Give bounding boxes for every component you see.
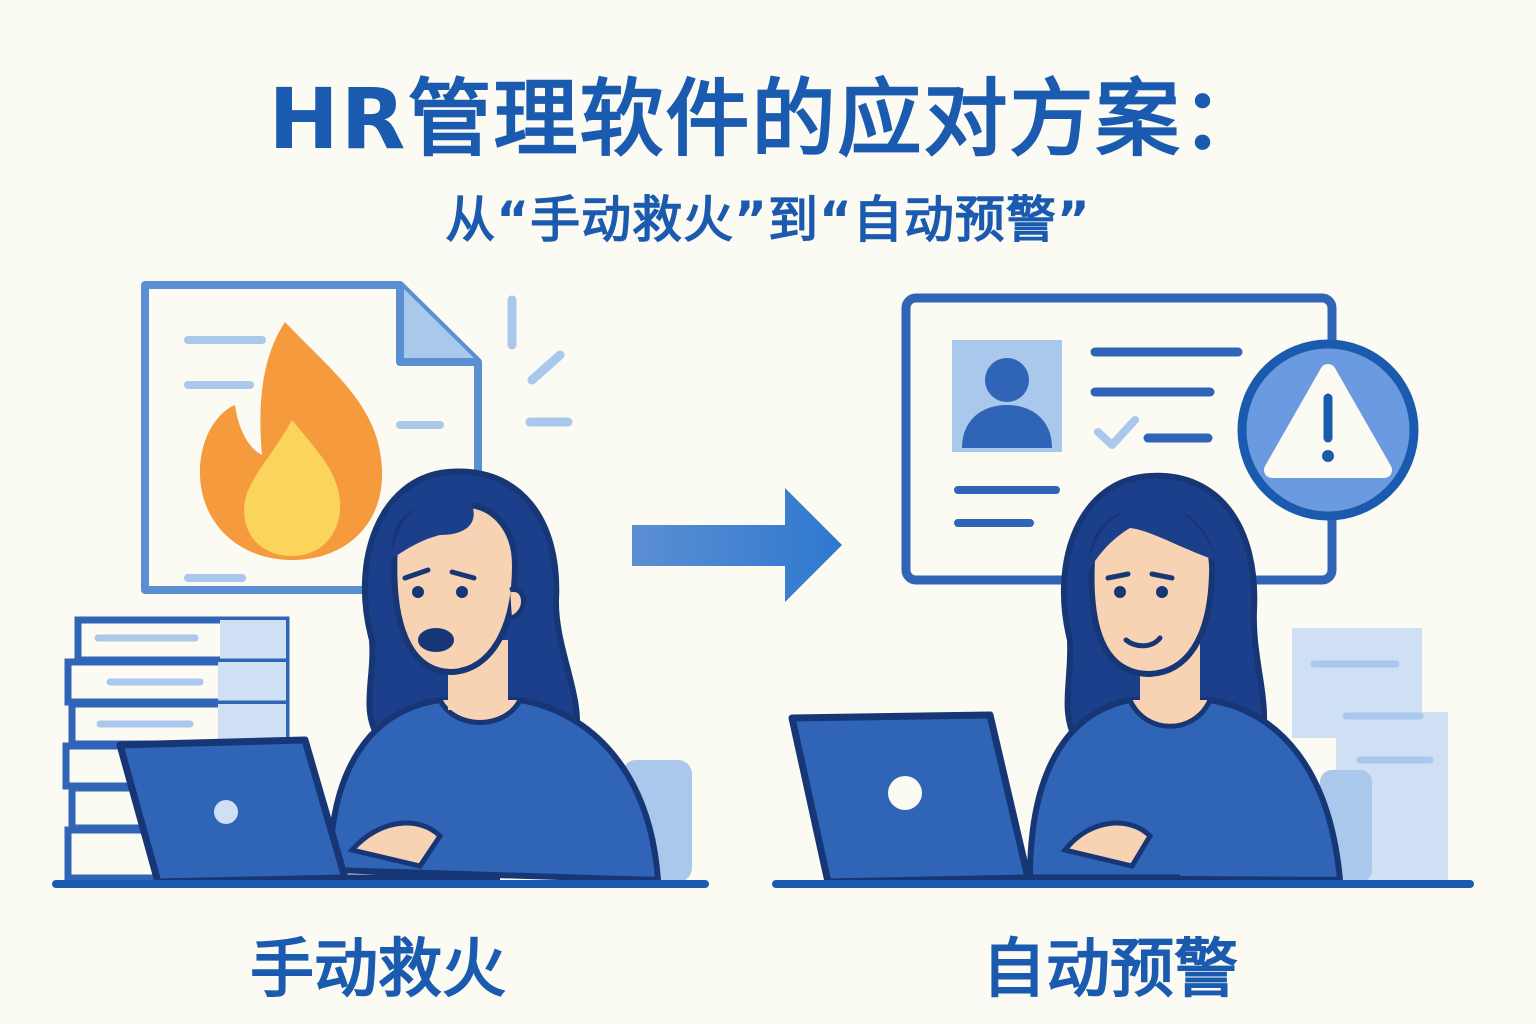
- laptop-icon: [788, 711, 1180, 886]
- warning-icon: [1237, 339, 1419, 521]
- fire-icon: [199, 322, 383, 560]
- arrow-right-icon: [632, 488, 842, 602]
- page-subtitle: 从“手动救火”到“自动预警”: [445, 191, 1091, 249]
- label-auto-warning: 自动预警: [982, 933, 1238, 1007]
- profile-icon: [952, 340, 1062, 452]
- alarm-strokes: [507, 295, 573, 427]
- label-manual-firefighting: 手动救火: [250, 933, 506, 1007]
- checkmark-icon: [1094, 416, 1213, 449]
- page-title: HR管理软件的应对方案：: [268, 70, 1268, 168]
- laptop-icon: [116, 736, 500, 886]
- stressed-person: [326, 468, 662, 884]
